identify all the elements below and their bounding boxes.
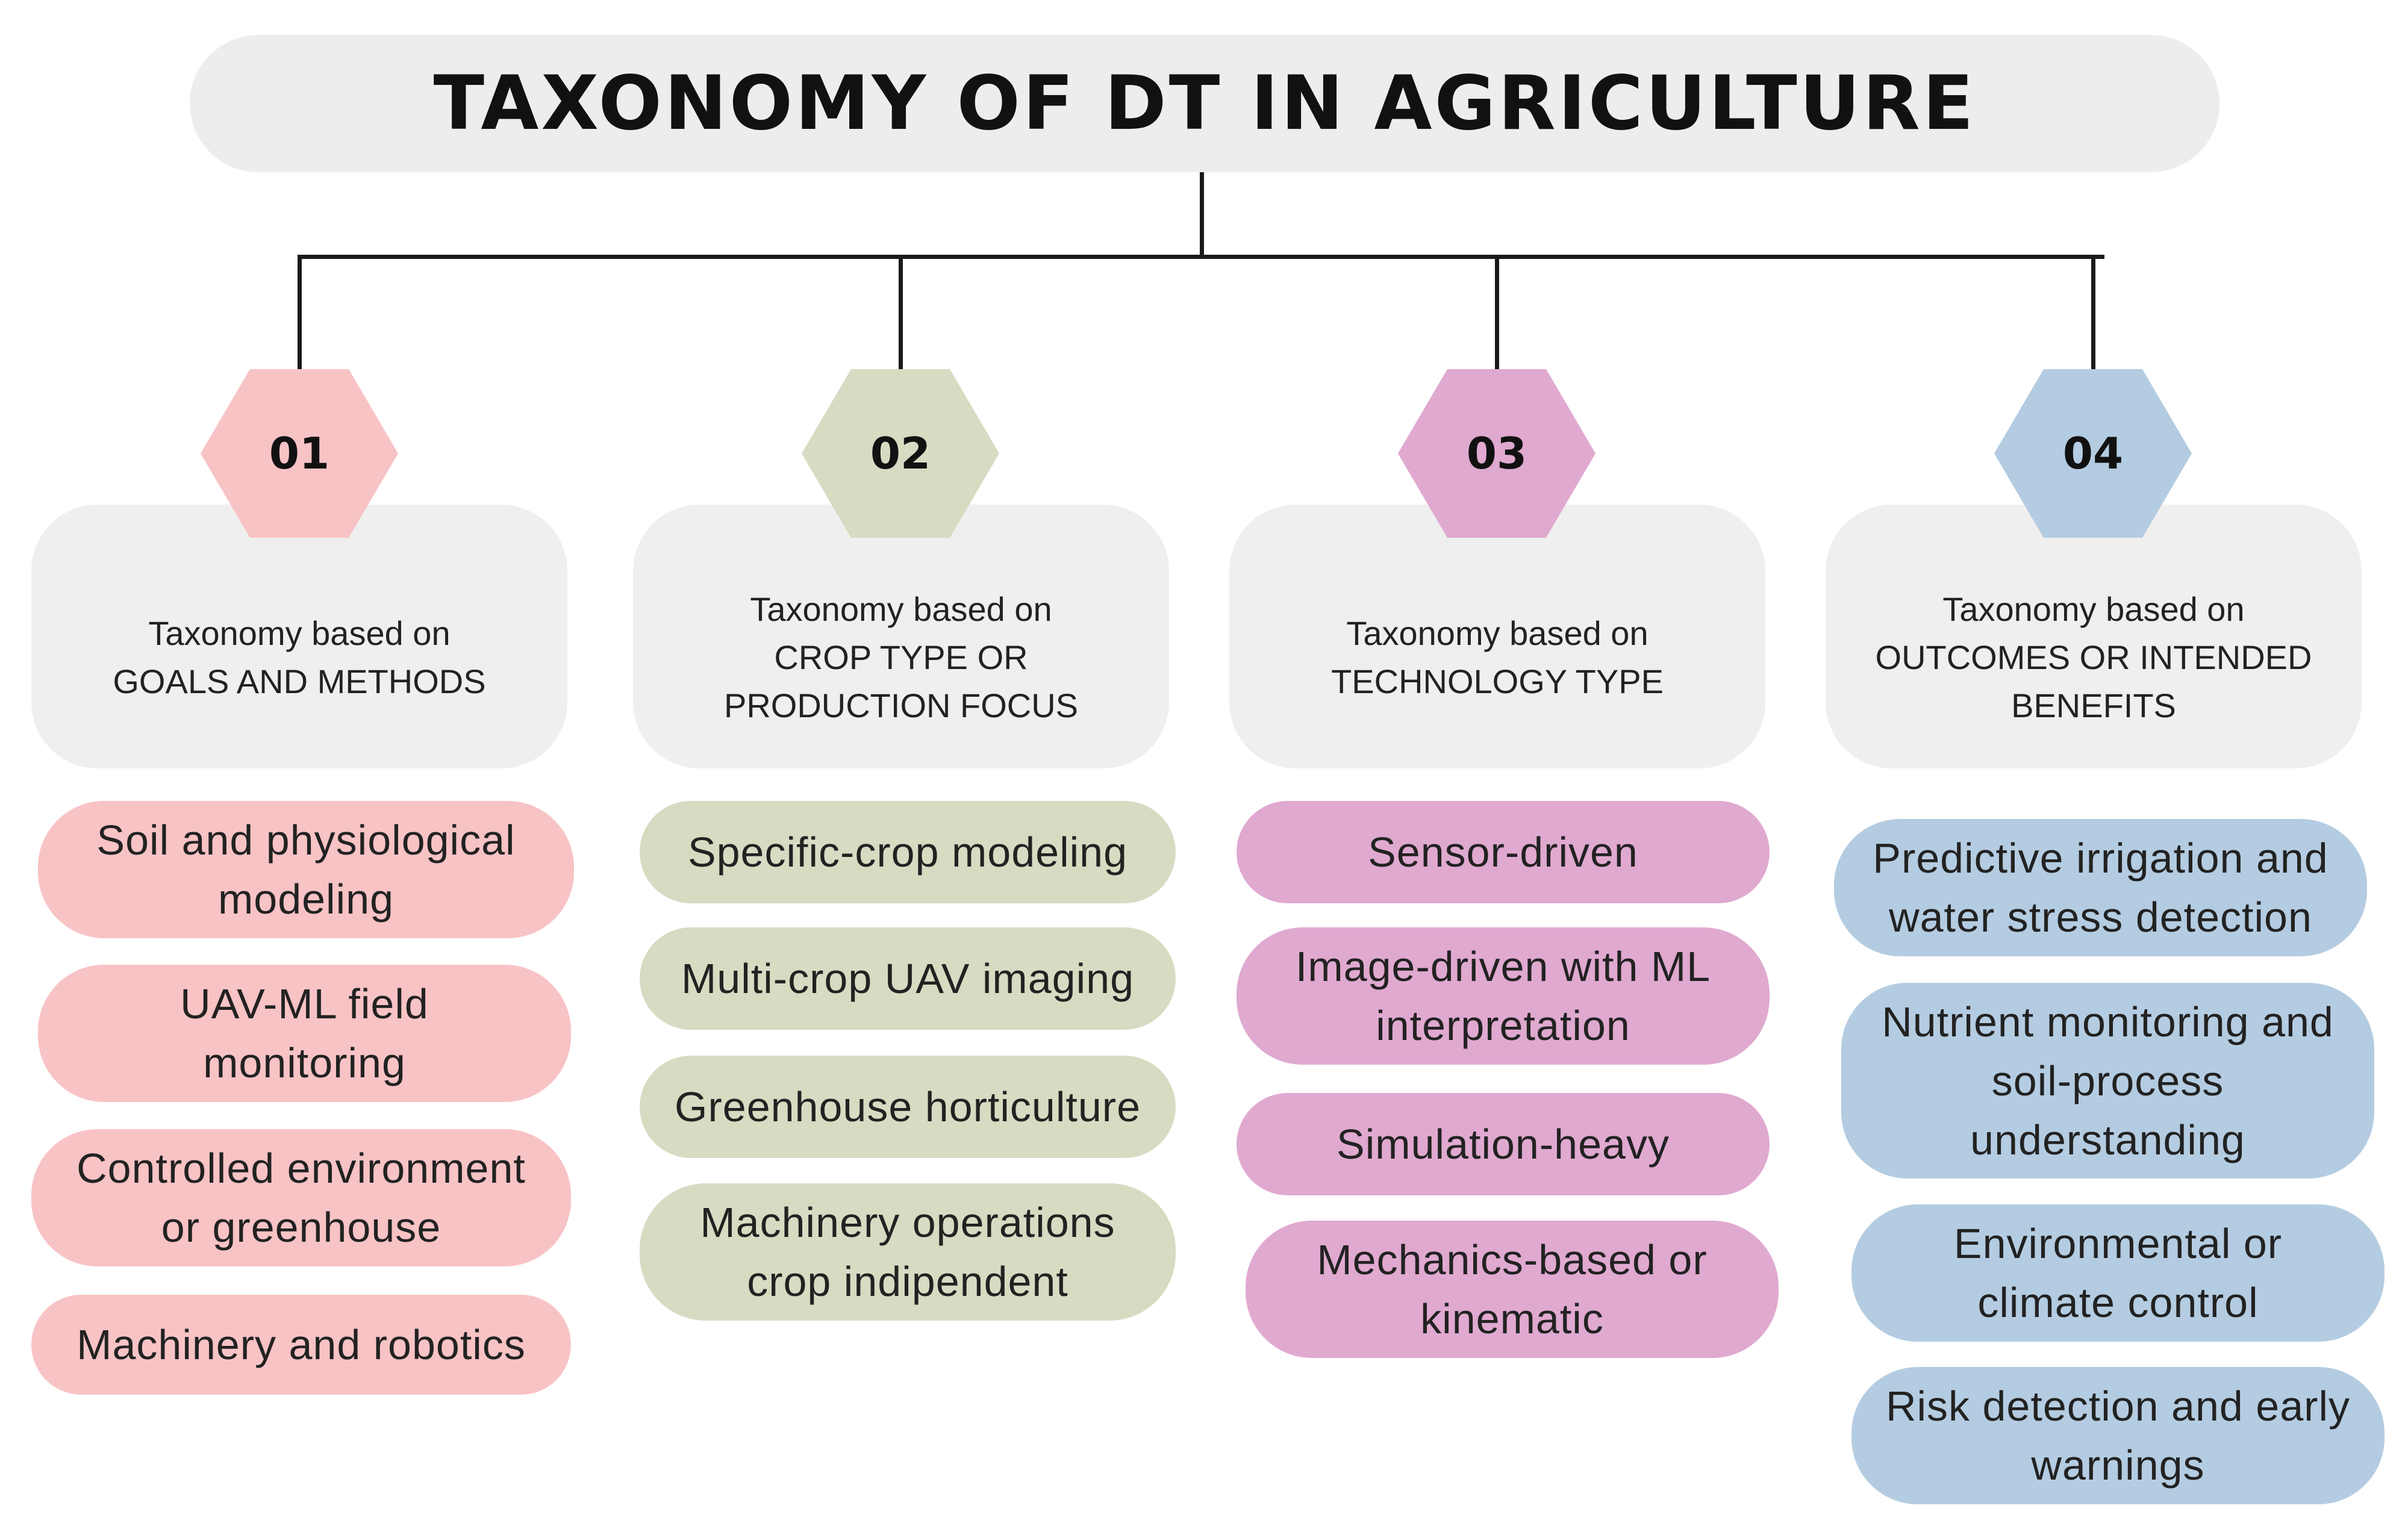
- item-label: Sensor-driven: [1368, 829, 1638, 876]
- item-label: Machinery operations crop indipendent: [700, 1199, 1115, 1305]
- item-pill: Risk detection and early warnings: [1851, 1367, 2385, 1504]
- item-label: Mechanics-based or kinematic: [1317, 1236, 1708, 1342]
- item-pill: Soil and physiological modeling: [38, 801, 574, 938]
- item-label: Multi-crop UAV imaging: [681, 955, 1135, 1002]
- title-banner: TAXONOMY OF DT IN AGRICULTURE: [190, 35, 2219, 172]
- hexagon-badge-01: 01: [201, 369, 398, 538]
- item-label: UAV-ML field monitoring: [180, 980, 429, 1086]
- item-pill: Machinery operations crop indipendent: [640, 1183, 1176, 1321]
- item-label: Image-driven with ML interpretation: [1295, 943, 1711, 1049]
- item-pill: Controlled environment or greenhouse: [31, 1129, 571, 1266]
- item-label: Nutrient monitoring and soil-process und…: [1882, 998, 2334, 1163]
- category-box-goals-methods: Taxonomy based on GOALS AND METHODS: [31, 505, 567, 768]
- category-label: Taxonomy based on CROP TYPE OR PRODUCTIO…: [724, 590, 1078, 724]
- category-label: Taxonomy based on TECHNOLOGY TYPE: [1331, 614, 1664, 700]
- item-pill: Specific-crop modeling: [640, 801, 1176, 903]
- item-pill: Sensor-driven: [1237, 801, 1770, 903]
- item-pill: Environmental or climate control: [1851, 1204, 2385, 1342]
- item-label: Simulation-heavy: [1337, 1121, 1670, 1168]
- item-pill: UAV-ML field monitoring: [38, 965, 571, 1102]
- item-label: Environmental or climate control: [1953, 1220, 2283, 1326]
- category-box-outcomes: Taxonomy based on OUTCOMES OR INTENDED B…: [1826, 505, 2362, 768]
- category-number: 04: [2062, 428, 2124, 479]
- connector-branch-04: [2091, 255, 2095, 369]
- diagram-title: TAXONOMY OF DT IN AGRICULTURE: [433, 60, 1976, 147]
- item-label: Machinery and robotics: [76, 1321, 526, 1368]
- connector-branch-01: [298, 255, 302, 369]
- item-label: Soil and physiological modeling: [96, 817, 516, 923]
- item-pill: Predictive irrigation and water stress d…: [1834, 819, 2367, 956]
- item-pill: Nutrient monitoring and soil-process und…: [1841, 983, 2374, 1178]
- category-label: Taxonomy based on GOALS AND METHODS: [113, 614, 486, 700]
- category-number: 02: [870, 428, 931, 479]
- item-label: Specific-crop modeling: [687, 829, 1128, 876]
- item-label: Predictive irrigation and water stress d…: [1873, 835, 2328, 941]
- category-box-technology-type: Taxonomy based on TECHNOLOGY TYPE: [1229, 505, 1765, 768]
- connector-title-stem: [1200, 172, 1204, 257]
- category-label: Taxonomy based on OUTCOMES OR INTENDED B…: [1875, 590, 2312, 724]
- item-pill: Simulation-heavy: [1237, 1093, 1770, 1195]
- connector-branch-02: [899, 255, 903, 369]
- item-pill: Multi-crop UAV imaging: [640, 927, 1176, 1030]
- category-box-crop-type: Taxonomy based on CROP TYPE OR PRODUCTIO…: [633, 505, 1169, 768]
- item-pill: Machinery and robotics: [31, 1295, 571, 1395]
- item-label: Greenhouse horticulture: [675, 1083, 1141, 1130]
- category-number: 03: [1466, 428, 1527, 479]
- item-label: Controlled environment or greenhouse: [76, 1145, 526, 1251]
- connector-branch-03: [1495, 255, 1499, 369]
- hexagon-badge-04: 04: [1994, 369, 2192, 538]
- item-pill: Mechanics-based or kinematic: [1246, 1221, 1779, 1358]
- item-pill: Image-driven with ML interpretation: [1237, 927, 1770, 1065]
- hexagon-badge-03: 03: [1398, 369, 1595, 538]
- item-pill: Greenhouse horticulture: [640, 1056, 1176, 1158]
- connector-horizontal-bar: [298, 255, 2104, 259]
- category-number: 01: [269, 428, 330, 479]
- item-label: Risk detection and early warnings: [1885, 1383, 2351, 1489]
